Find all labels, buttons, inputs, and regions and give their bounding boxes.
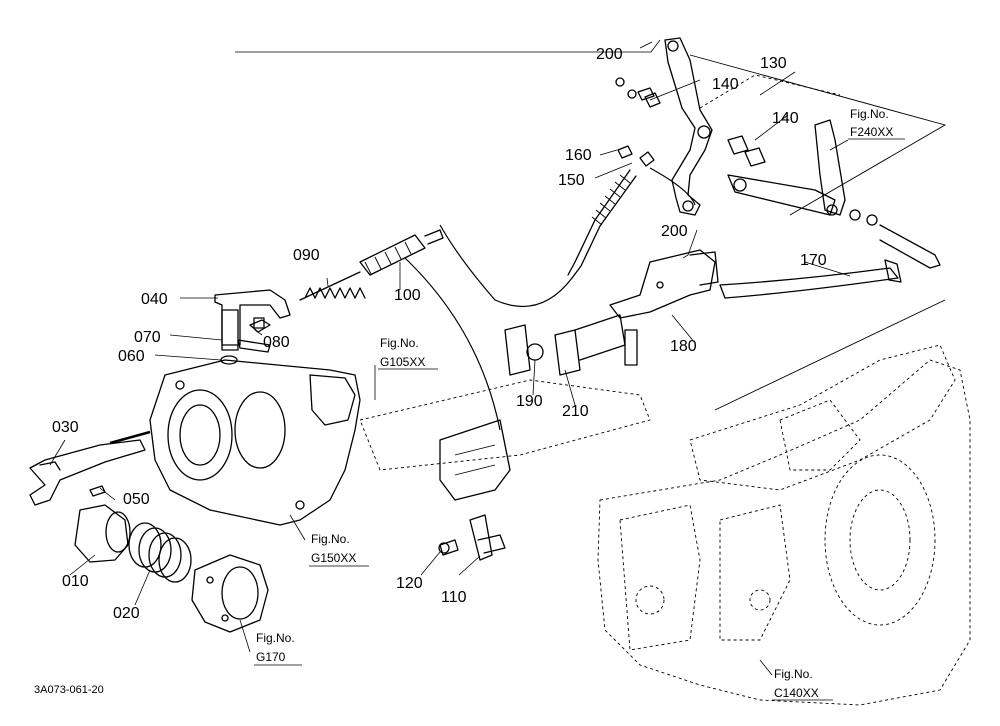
fig-ref-f240xx[interactable]: Fig.No. F240XX bbox=[848, 107, 905, 140]
frame-g105 bbox=[359, 257, 651, 501]
fig-ref-c140xx[interactable]: Fig.No. C140XX bbox=[772, 667, 833, 701]
diagram-code: 3A073-061-20 bbox=[34, 684, 104, 696]
part-label: 140 bbox=[772, 110, 799, 127]
part-label: 010 bbox=[62, 573, 89, 590]
part-label: 170 bbox=[800, 252, 827, 269]
fig-ref-g105xx[interactable]: Fig.No. G105XX bbox=[378, 336, 438, 370]
fig-ref-line2: G105XX bbox=[380, 355, 425, 369]
part-label: 160 bbox=[565, 147, 592, 164]
part-label: 070 bbox=[134, 329, 161, 346]
part-label: 060 bbox=[118, 348, 145, 365]
fig-ref-line2: G150XX bbox=[311, 551, 356, 565]
part-label: 030 bbox=[52, 419, 79, 436]
fig-ref-line1: Fig.No. bbox=[311, 532, 350, 546]
mounting-bracket bbox=[438, 514, 506, 561]
leader-lines bbox=[49, 39, 851, 676]
fig-ref-line1: Fig.No. bbox=[774, 667, 813, 681]
brake-pedal-arm bbox=[727, 119, 941, 269]
housing-g170 bbox=[191, 554, 269, 633]
release-bearing bbox=[74, 504, 131, 563]
transmission-case bbox=[597, 344, 971, 706]
part-label: 130 bbox=[760, 55, 787, 72]
part-label: 080 bbox=[263, 334, 290, 351]
part-label: 110 bbox=[441, 589, 467, 606]
part-label: 100 bbox=[394, 287, 421, 304]
part-label: 050 bbox=[123, 491, 150, 508]
cable-bracket bbox=[609, 249, 719, 319]
part-labels: 200 130 140 140 160 150 200 170 090 100 … bbox=[52, 46, 827, 622]
part-label: 140 bbox=[712, 76, 739, 93]
fig-ref-line1: Fig.No. bbox=[850, 107, 889, 121]
housing-g150 bbox=[149, 359, 361, 526]
fig-ref-line1: Fig.No. bbox=[380, 336, 419, 350]
part-label: 200 bbox=[661, 223, 688, 240]
part-label: 150 bbox=[558, 172, 585, 189]
part-label: 120 bbox=[396, 575, 423, 592]
return-spring bbox=[299, 271, 366, 301]
release-lever bbox=[214, 289, 291, 365]
clutch-cable bbox=[359, 145, 696, 308]
fig-ref-g170[interactable]: Fig.No. G170 bbox=[254, 631, 302, 666]
part-label: 190 bbox=[516, 393, 543, 410]
part-label: 210 bbox=[562, 403, 589, 420]
part-label: 200 bbox=[596, 46, 623, 63]
pivot-bracket bbox=[504, 314, 638, 376]
part-label: 180 bbox=[670, 338, 697, 355]
part-label: 040 bbox=[141, 291, 168, 308]
pedal-arm bbox=[615, 37, 713, 216]
cable-housing bbox=[719, 259, 902, 299]
reference-frame bbox=[689, 54, 947, 411]
fig-ref-line2: G170 bbox=[256, 650, 286, 664]
fig-ref-g150xx[interactable]: Fig.No. G150XX bbox=[309, 532, 369, 567]
figure-references: Fig.No. F240XX Fig.No. G105XX Fig.No. G1… bbox=[254, 107, 905, 701]
coil-spring bbox=[128, 522, 192, 583]
fig-ref-line2: C140XX bbox=[774, 686, 819, 700]
fig-ref-line1: Fig.No. bbox=[256, 631, 295, 645]
part-label: 020 bbox=[113, 605, 140, 622]
fig-ref-line2: F240XX bbox=[850, 125, 893, 139]
release-fork bbox=[29, 430, 151, 506]
part-label: 090 bbox=[293, 247, 320, 264]
